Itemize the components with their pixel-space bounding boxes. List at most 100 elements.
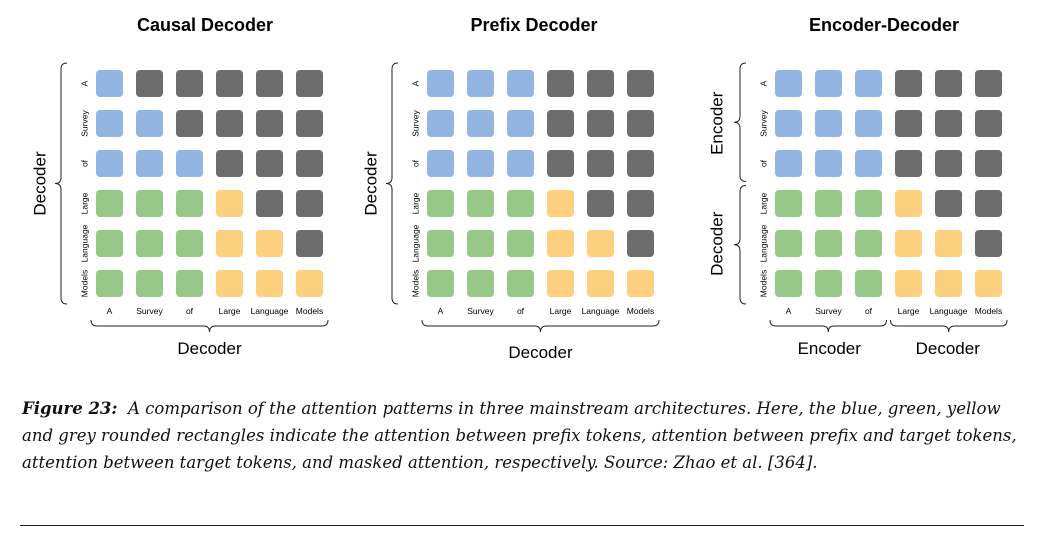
encoder-decoder-row-label: A xyxy=(758,80,768,86)
causal-decoder-col-label: Language xyxy=(251,306,289,316)
prefix-decoder-cell-blue xyxy=(507,70,534,97)
prefix-decoder-cell-grey xyxy=(627,110,654,137)
causal-decoder-row-label: Large xyxy=(79,192,89,214)
encoder-decoder-x-brace-decoder xyxy=(890,319,1008,333)
causal-decoder-cell-grey xyxy=(216,110,243,137)
encoder-decoder-row-label: of xyxy=(758,159,768,167)
causal-decoder-cell-grey xyxy=(216,150,243,177)
prefix-decoder-col-label: Models xyxy=(627,306,654,316)
prefix-decoder-cell-grey xyxy=(627,190,654,217)
causal-decoder-cell-blue xyxy=(136,110,163,137)
causal-decoder-y-label: Decoder xyxy=(30,151,49,216)
prefix-decoder-cell-blue xyxy=(427,110,454,137)
encoder-decoder-cell-blue xyxy=(775,110,802,137)
causal-decoder-cell-grey xyxy=(176,110,203,137)
causal-decoder-cell-green xyxy=(136,230,163,257)
encoder-decoder-cell-yellow xyxy=(935,230,962,257)
encoder-decoder-cell-blue xyxy=(775,150,802,177)
encoder-decoder-cell-grey xyxy=(975,70,1002,97)
prefix-decoder-cell-grey xyxy=(587,190,614,217)
prefix-decoder-cell-yellow xyxy=(547,230,574,257)
encoder-decoder-cell-green xyxy=(815,270,842,297)
prefix-decoder-cell-blue xyxy=(467,150,494,177)
encoder-decoder-cell-blue xyxy=(855,70,882,97)
causal-decoder-cell-grey xyxy=(256,150,283,177)
encoder-decoder-col-label: Large xyxy=(898,306,920,316)
encoder-decoder-cell-grey xyxy=(895,110,922,137)
encoder-decoder-cell-yellow xyxy=(895,270,922,297)
prefix-decoder-cell-grey xyxy=(587,110,614,137)
encoder-decoder-cell-yellow xyxy=(895,230,922,257)
encoder-decoder-cell-yellow xyxy=(935,270,962,297)
encoder-decoder-y-brace-encoder xyxy=(733,62,747,182)
figure-caption: Figure 23: A comparison of the attention… xyxy=(22,395,1026,476)
prefix-decoder-col-label: Language xyxy=(582,306,620,316)
causal-decoder-cell-grey xyxy=(296,110,323,137)
causal-decoder-cell-yellow xyxy=(216,190,243,217)
encoder-decoder-cell-blue xyxy=(855,110,882,137)
prefix-decoder-cell-green xyxy=(467,190,494,217)
prefix-decoder-cell-green xyxy=(427,230,454,257)
encoder-decoder-cell-yellow xyxy=(975,270,1002,297)
causal-decoder-row-label: A xyxy=(79,80,89,86)
encoder-decoder-y-label-decoder: Decoder xyxy=(707,211,726,276)
prefix-decoder-cell-yellow xyxy=(587,230,614,257)
encoder-decoder-cell-grey xyxy=(895,150,922,177)
causal-decoder-title: Causal Decoder xyxy=(137,15,273,35)
causal-decoder-row-label: Language xyxy=(79,224,89,262)
causal-decoder-row-label: Models xyxy=(79,270,89,297)
encoder-decoder-cell-grey xyxy=(975,230,1002,257)
prefix-decoder-row-label: A xyxy=(410,80,420,86)
prefix-decoder-cell-blue xyxy=(507,150,534,177)
causal-decoder-cell-grey xyxy=(296,70,323,97)
causal-decoder-row-label: Survey xyxy=(79,110,89,137)
prefix-decoder-cell-yellow xyxy=(587,270,614,297)
prefix-decoder-cell-green xyxy=(427,270,454,297)
causal-decoder-cell-yellow xyxy=(216,270,243,297)
encoder-decoder-cell-grey xyxy=(975,190,1002,217)
encoder-decoder-cell-yellow xyxy=(895,190,922,217)
causal-decoder-cell-blue xyxy=(96,70,123,97)
causal-decoder-cell-yellow xyxy=(296,270,323,297)
prefix-decoder-cell-grey xyxy=(627,150,654,177)
encoder-decoder-cell-blue xyxy=(815,70,842,97)
attention-patterns-figure: Causal DecoderASurveyofLargeLanguageMode… xyxy=(30,15,1008,362)
prefix-decoder-cell-blue xyxy=(467,110,494,137)
causal-decoder-cell-yellow xyxy=(256,230,283,257)
encoder-decoder-row-label: Language xyxy=(758,224,768,262)
causal-decoder-cell-blue xyxy=(176,150,203,177)
causal-decoder-cell-grey xyxy=(216,70,243,97)
causal-decoder-col-label: of xyxy=(186,306,194,316)
prefix-decoder-cell-yellow xyxy=(627,270,654,297)
causal-decoder-x-label: Decoder xyxy=(177,339,242,358)
prefix-decoder-cell-green xyxy=(507,190,534,217)
encoder-decoder-row-label: Survey xyxy=(758,110,768,137)
prefix-decoder-cell-grey xyxy=(547,150,574,177)
causal-decoder-cell-grey xyxy=(136,70,163,97)
causal-decoder-cell-grey xyxy=(296,190,323,217)
causal-decoder-row-label: of xyxy=(79,159,89,167)
caption-divider xyxy=(20,525,1024,526)
causal-decoder-cell-green xyxy=(136,270,163,297)
figure-label: Figure 23: xyxy=(22,399,118,418)
encoder-decoder-cell-grey xyxy=(935,70,962,97)
prefix-decoder-col-label: A xyxy=(438,306,444,316)
prefix-decoder-cell-blue xyxy=(467,70,494,97)
encoder-decoder-cell-blue xyxy=(815,150,842,177)
encoder-decoder-cell-green xyxy=(815,190,842,217)
encoder-decoder-col-label: Survey xyxy=(815,306,842,316)
encoder-decoder-cell-green xyxy=(775,230,802,257)
prefix-decoder-row-label: of xyxy=(410,159,420,167)
encoder-decoder-cell-grey xyxy=(975,110,1002,137)
encoder-decoder-cell-green xyxy=(855,270,882,297)
encoder-decoder-cell-green xyxy=(855,230,882,257)
encoder-decoder-cell-green xyxy=(775,270,802,297)
encoder-decoder-cell-grey xyxy=(895,70,922,97)
encoder-decoder-x-label-decoder: Decoder xyxy=(916,339,981,358)
causal-decoder-cell-yellow xyxy=(256,270,283,297)
encoder-decoder-cell-grey xyxy=(935,190,962,217)
encoder-decoder-cell-green xyxy=(775,190,802,217)
encoder-decoder-col-label: Language xyxy=(930,306,968,316)
prefix-decoder-cell-yellow xyxy=(547,270,574,297)
prefix-decoder-cell-yellow xyxy=(547,190,574,217)
